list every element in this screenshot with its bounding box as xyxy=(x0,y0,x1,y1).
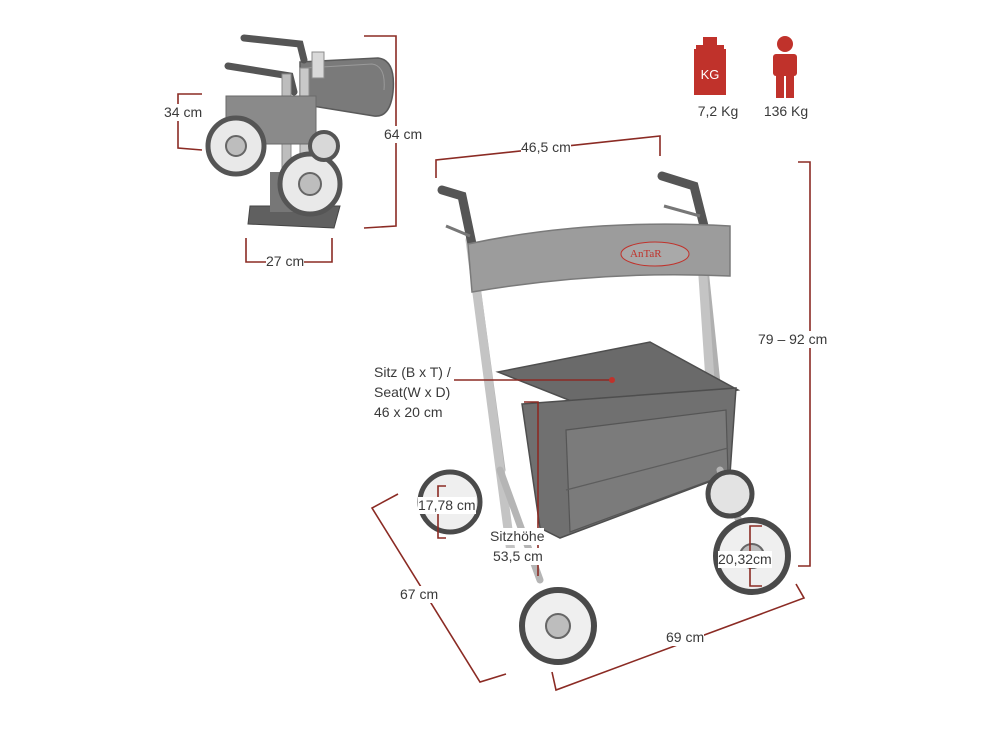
handle-width-label: 46,5 cm xyxy=(521,139,571,156)
brand-logo: AnTaR xyxy=(630,248,662,260)
seat-height-title: Sitzhöhe xyxy=(490,528,545,545)
overall-length-label: 69 cm xyxy=(666,629,705,646)
weight-kg-icon xyxy=(694,37,726,95)
folded-rollator-image xyxy=(205,34,395,229)
person-icon xyxy=(773,36,797,98)
rear-wheel-size-label: 20,32cm xyxy=(718,551,772,568)
front-wheel-size-label: 17,78 cm xyxy=(418,497,476,514)
seat-size-line-3: 46 x 20 cm xyxy=(374,404,443,420)
folded-width-label: 27 cm xyxy=(266,253,305,270)
seat-height-value: 53,5 cm xyxy=(493,548,543,565)
max-load-value: 136 Kg xyxy=(756,103,816,120)
folded-height-label: 64 cm xyxy=(384,126,423,143)
folded-depth-label: 34 cm xyxy=(164,104,203,121)
seat-size-label: Sitz (B x T) / Seat(W x D) 46 x 20 cm xyxy=(374,362,451,422)
rollator-image xyxy=(417,171,791,665)
handle-height-label: 79 – 92 cm xyxy=(758,331,828,348)
overall-depth-label: 67 cm xyxy=(400,586,439,603)
product-weight-value: 7,2 Kg xyxy=(688,103,748,120)
weight-icon-label: KG xyxy=(700,67,720,82)
seat-size-line-1: Sitz (B x T) / xyxy=(374,364,451,380)
seat-size-line-2: Seat(W x D) xyxy=(374,384,451,400)
